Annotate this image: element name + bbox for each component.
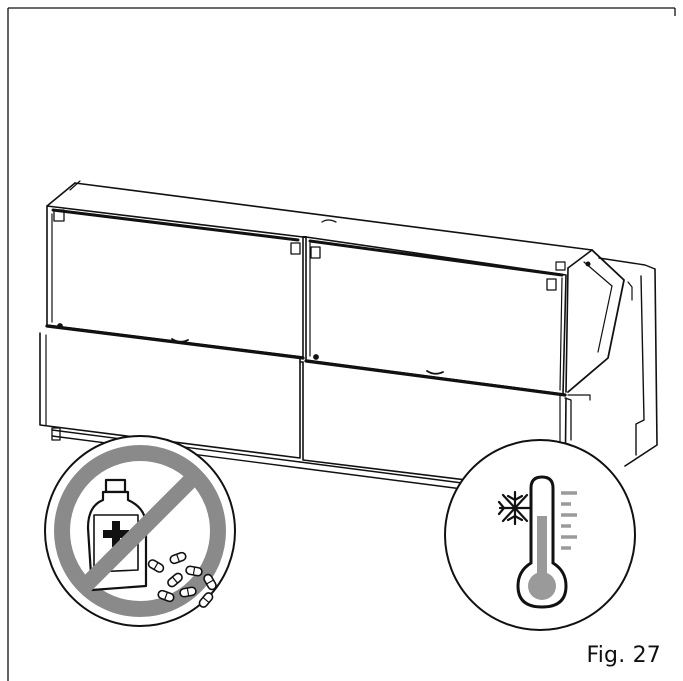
- pills-icon: [147, 551, 217, 608]
- figure-caption: Fig. 27: [586, 643, 661, 668]
- thermometer-icon: [516, 475, 568, 609]
- thermometer-scale: [561, 491, 577, 550]
- snowflake-icon: [497, 490, 532, 526]
- display-cabinet: [39, 180, 658, 493]
- refrigeration-thermometer-icon: [444, 439, 636, 631]
- frame-border: [7, 7, 676, 681]
- prohibition-slash: [79, 470, 201, 592]
- no-medicines-icon: [44, 435, 236, 627]
